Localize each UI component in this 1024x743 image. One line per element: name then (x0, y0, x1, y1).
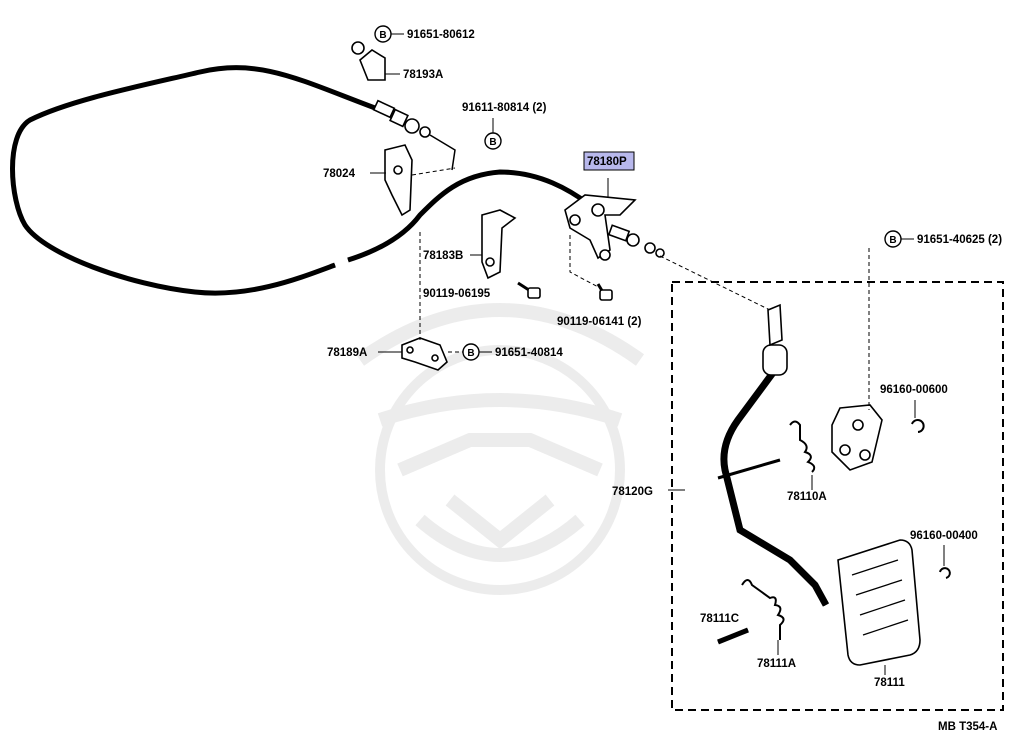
label-91651-40625[interactable]: 91651-40625 (2) (917, 234, 1002, 246)
pedal-arm-78120G (668, 303, 830, 607)
spring-78110A (789, 420, 816, 490)
pin-78111C (717, 627, 749, 645)
label-78183B[interactable]: 78183B (423, 250, 463, 262)
bracket-78183B (470, 209, 517, 280)
bracket-78180P (564, 178, 771, 311)
label-78120G[interactable]: 78120G (612, 486, 653, 498)
spring-78111A (741, 579, 785, 655)
label-90119-06195[interactable]: 90119-06195 (423, 288, 491, 300)
diagram-code: MB T354-A (938, 721, 997, 733)
bolt-90119-06195 (517, 281, 541, 299)
label-78189A[interactable]: 78189A (327, 347, 367, 359)
svg-text:B: B (379, 30, 386, 41)
label-91611-80814[interactable]: 91611-80814 (2) (462, 102, 547, 114)
leader-lines (391, 33, 914, 353)
bracket-78024 (370, 144, 456, 217)
pedal-assembly-box (671, 281, 1004, 711)
label-91651-40814[interactable]: 91651-40814 (495, 347, 563, 359)
part-labels: 91651-80612 78193A 91611-80814 (2) 78024… (323, 29, 1002, 733)
label-96160-00600[interactable]: 96160-00600 (880, 384, 948, 396)
label-78110A[interactable]: 78110A (787, 491, 827, 503)
svg-text:B: B (467, 348, 474, 359)
accelerator-cable (10, 65, 592, 296)
label-78111[interactable]: 78111 (874, 677, 905, 689)
label-90119-06141[interactable]: 90119-06141 (2) (557, 316, 642, 328)
clip-96160-00400 (939, 545, 951, 579)
bracket-78189A (378, 232, 463, 371)
label-78111C[interactable]: 78111C (700, 613, 739, 625)
label-78193A[interactable]: 78193A (403, 69, 443, 81)
cable-end-fitting (372, 99, 456, 171)
bolt-marker-3: B (884, 230, 902, 248)
label-78111A[interactable]: 78111A (757, 658, 796, 670)
label-91651-80612[interactable]: 91651-80612 (407, 29, 475, 41)
bolt-90119-06141 (596, 283, 613, 301)
bolt-marker-2: B (484, 132, 502, 150)
watermark-emblem (355, 303, 645, 595)
svg-text:B: B (889, 235, 896, 246)
pedal-bracket-plate (831, 248, 883, 471)
clamp-78193A (351, 41, 400, 81)
label-78180P[interactable]: 78180P (587, 156, 627, 168)
label-78024[interactable]: 78024 (323, 168, 356, 180)
pedal-pad-78111 (837, 539, 921, 675)
clip-96160-00600 (911, 400, 925, 433)
bolt-marker-4: B (462, 343, 480, 361)
bolt-marker-1: B (374, 25, 392, 43)
highlight-78180P (583, 151, 635, 171)
svg-text:B: B (489, 137, 496, 148)
label-96160-00400[interactable]: 96160-00400 (910, 530, 978, 542)
